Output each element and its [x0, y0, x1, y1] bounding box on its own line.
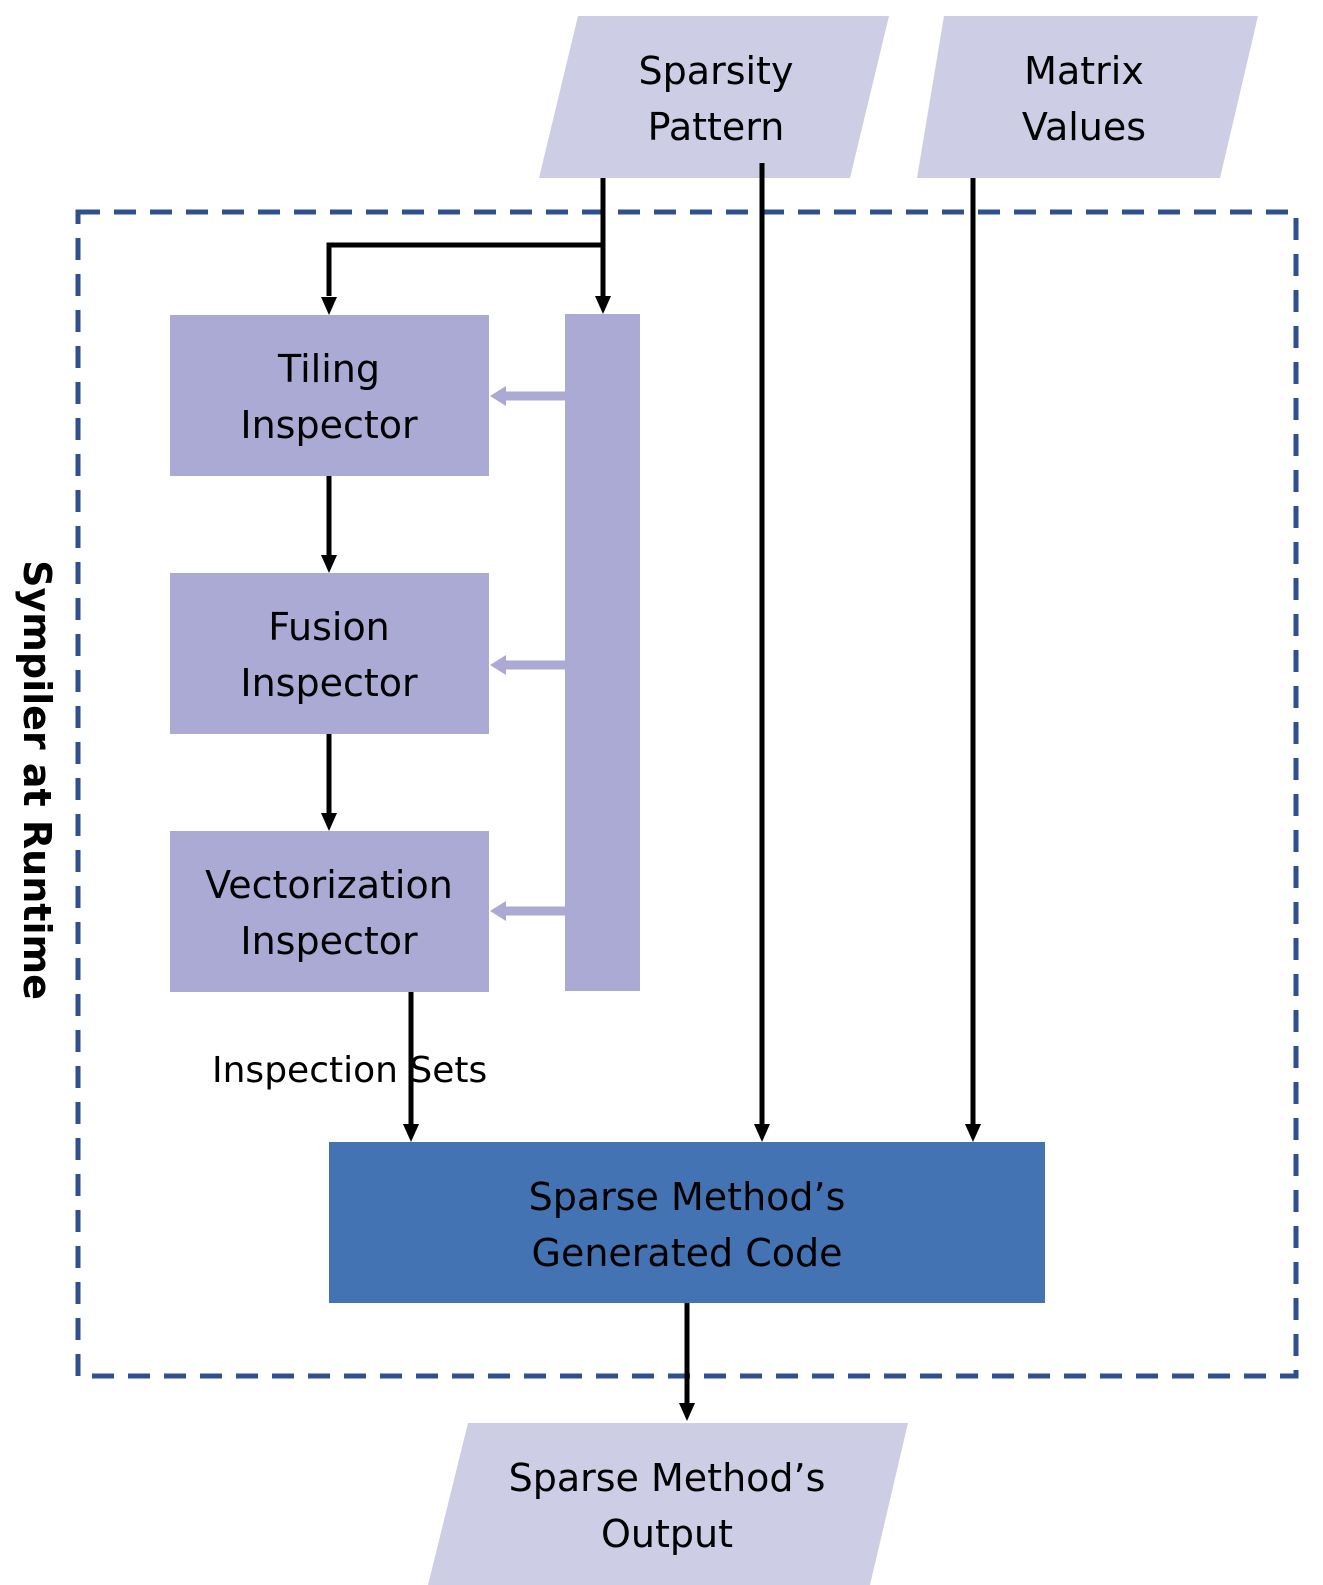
tiling-inspector: Tiling Inspector: [170, 315, 489, 476]
generated-code-box: Sparse Method’s Generated Code: [329, 1142, 1045, 1303]
sparsity-data-bar: [565, 314, 640, 991]
tiling-to-fusion-arrow: [321, 476, 337, 573]
sparsity-pattern-input: Sparsity Pattern: [539, 16, 889, 178]
matrix-values-input: Matrix Values: [917, 16, 1258, 178]
sparse-method-output: Sparse Method’s Output: [428, 1423, 908, 1585]
matrix-values-to-code-arrow: [965, 178, 981, 1142]
inspection-sets-label: Inspection Sets: [212, 1050, 487, 1091]
generated-code-label-line1: Sparse Method’s: [529, 1175, 846, 1219]
vectorization-inspector-label-line1: Vectorization: [205, 863, 453, 907]
sparsity-to-tiling-arrow: [321, 242, 603, 315]
output-label-line1: Sparse Method’s: [509, 1456, 826, 1500]
tiling-inspector-label-line2: Inspector: [240, 403, 418, 447]
inspection-sets-arrow: [403, 992, 419, 1142]
matrix-values-label-line2: Values: [1022, 105, 1146, 149]
sparsity-to-bar-arrow: [595, 178, 611, 314]
vectorization-inspector-label-line2: Inspector: [240, 919, 418, 963]
container-label: Sympiler at Runtime: [15, 560, 59, 1000]
bar-to-fusion-arrow: [490, 655, 565, 675]
fusion-inspector-label-line1: Fusion: [268, 605, 390, 649]
sparsity-to-code-arrow: [754, 163, 770, 1142]
output-label-line2: Output: [601, 1512, 733, 1556]
sparsity-pattern-label-line2: Pattern: [648, 105, 785, 149]
sparsity-pattern-label-line1: Sparsity: [639, 49, 794, 93]
fusion-to-vectorization-arrow: [321, 734, 337, 831]
bar-to-tiling-arrow: [490, 386, 565, 406]
bar-to-vectorization-arrow: [490, 901, 565, 921]
fusion-inspector-label-line2: Inspector: [240, 661, 418, 705]
generated-code-label-line2: Generated Code: [532, 1231, 843, 1275]
fusion-inspector: Fusion Inspector: [170, 573, 489, 734]
tiling-inspector-label-line1: Tiling: [277, 347, 380, 391]
matrix-values-label-line1: Matrix: [1024, 49, 1144, 93]
vectorization-inspector: Vectorization Inspector: [170, 831, 489, 992]
code-to-output-arrow: [679, 1303, 695, 1421]
